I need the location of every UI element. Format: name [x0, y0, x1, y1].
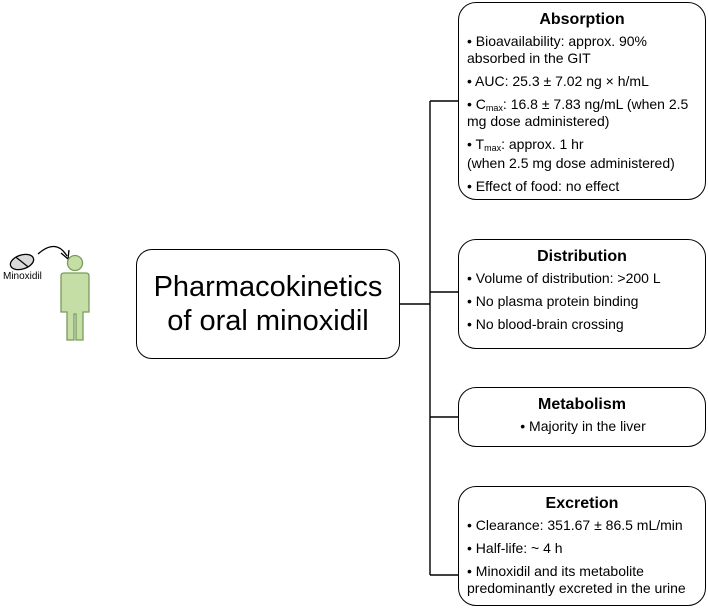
excretion-item: • Half-life: ~ 4 h	[467, 540, 563, 556]
metabolism-title: Metabolism	[537, 396, 626, 413]
curved-arrow-icon	[37, 245, 70, 261]
metabolism-item: • Majority in the liver	[520, 418, 646, 434]
center-title-line2: of oral minoxidil	[167, 305, 369, 337]
excretion-item: • Minoxidil and its metabolite predomina…	[467, 563, 686, 596]
absorption-box: Absorption • Bioavailability: approx. 90…	[458, 2, 706, 200]
absorption-tmax-cont: (when 2.5 mg dose administered)	[467, 155, 675, 171]
person-icon	[60, 254, 90, 341]
distribution-box: Distribution • Volume of distribution: >…	[458, 239, 706, 349]
person-with-pill	[9, 245, 90, 341]
absorption-auc: • AUC: 25.3 ± 7.02 ng × h/mL	[467, 73, 649, 89]
pill-icon	[9, 253, 35, 271]
absorption-cmax: • Cmax: 16.8 ± 7.83 ng/mL (when 2.5 mg d…	[467, 96, 689, 129]
excretion-title: Excretion	[545, 495, 619, 512]
distribution-item: • Volume of distribution: >200 L	[467, 270, 661, 286]
absorption-title: Absorption	[539, 11, 625, 28]
distribution-title: Distribution	[537, 248, 627, 265]
absorption-bioavailability: • Bioavailability: approx. 90% absorbed …	[467, 33, 647, 66]
distribution-item: • No plasma protein binding	[467, 293, 639, 309]
absorption-food: • Effect of food: no effect	[467, 178, 620, 194]
drug-label: Minoxidil	[3, 271, 42, 282]
excretion-item: • Clearance: 351.67 ± 86.5 mL/min	[467, 517, 683, 533]
absorption-tmax: • Tmax: approx. 1 hr	[467, 136, 584, 153]
metabolism-box: Metabolism • Majority in the liver	[458, 387, 706, 447]
distribution-item: • No blood-brain crossing	[467, 316, 624, 332]
center-title-box: Pharmacokinetics of oral minoxidil	[136, 249, 400, 359]
center-title-line1: Pharmacokinetics	[153, 271, 383, 303]
excretion-box: Excretion • Clearance: 351.67 ± 86.5 mL/…	[458, 486, 706, 606]
